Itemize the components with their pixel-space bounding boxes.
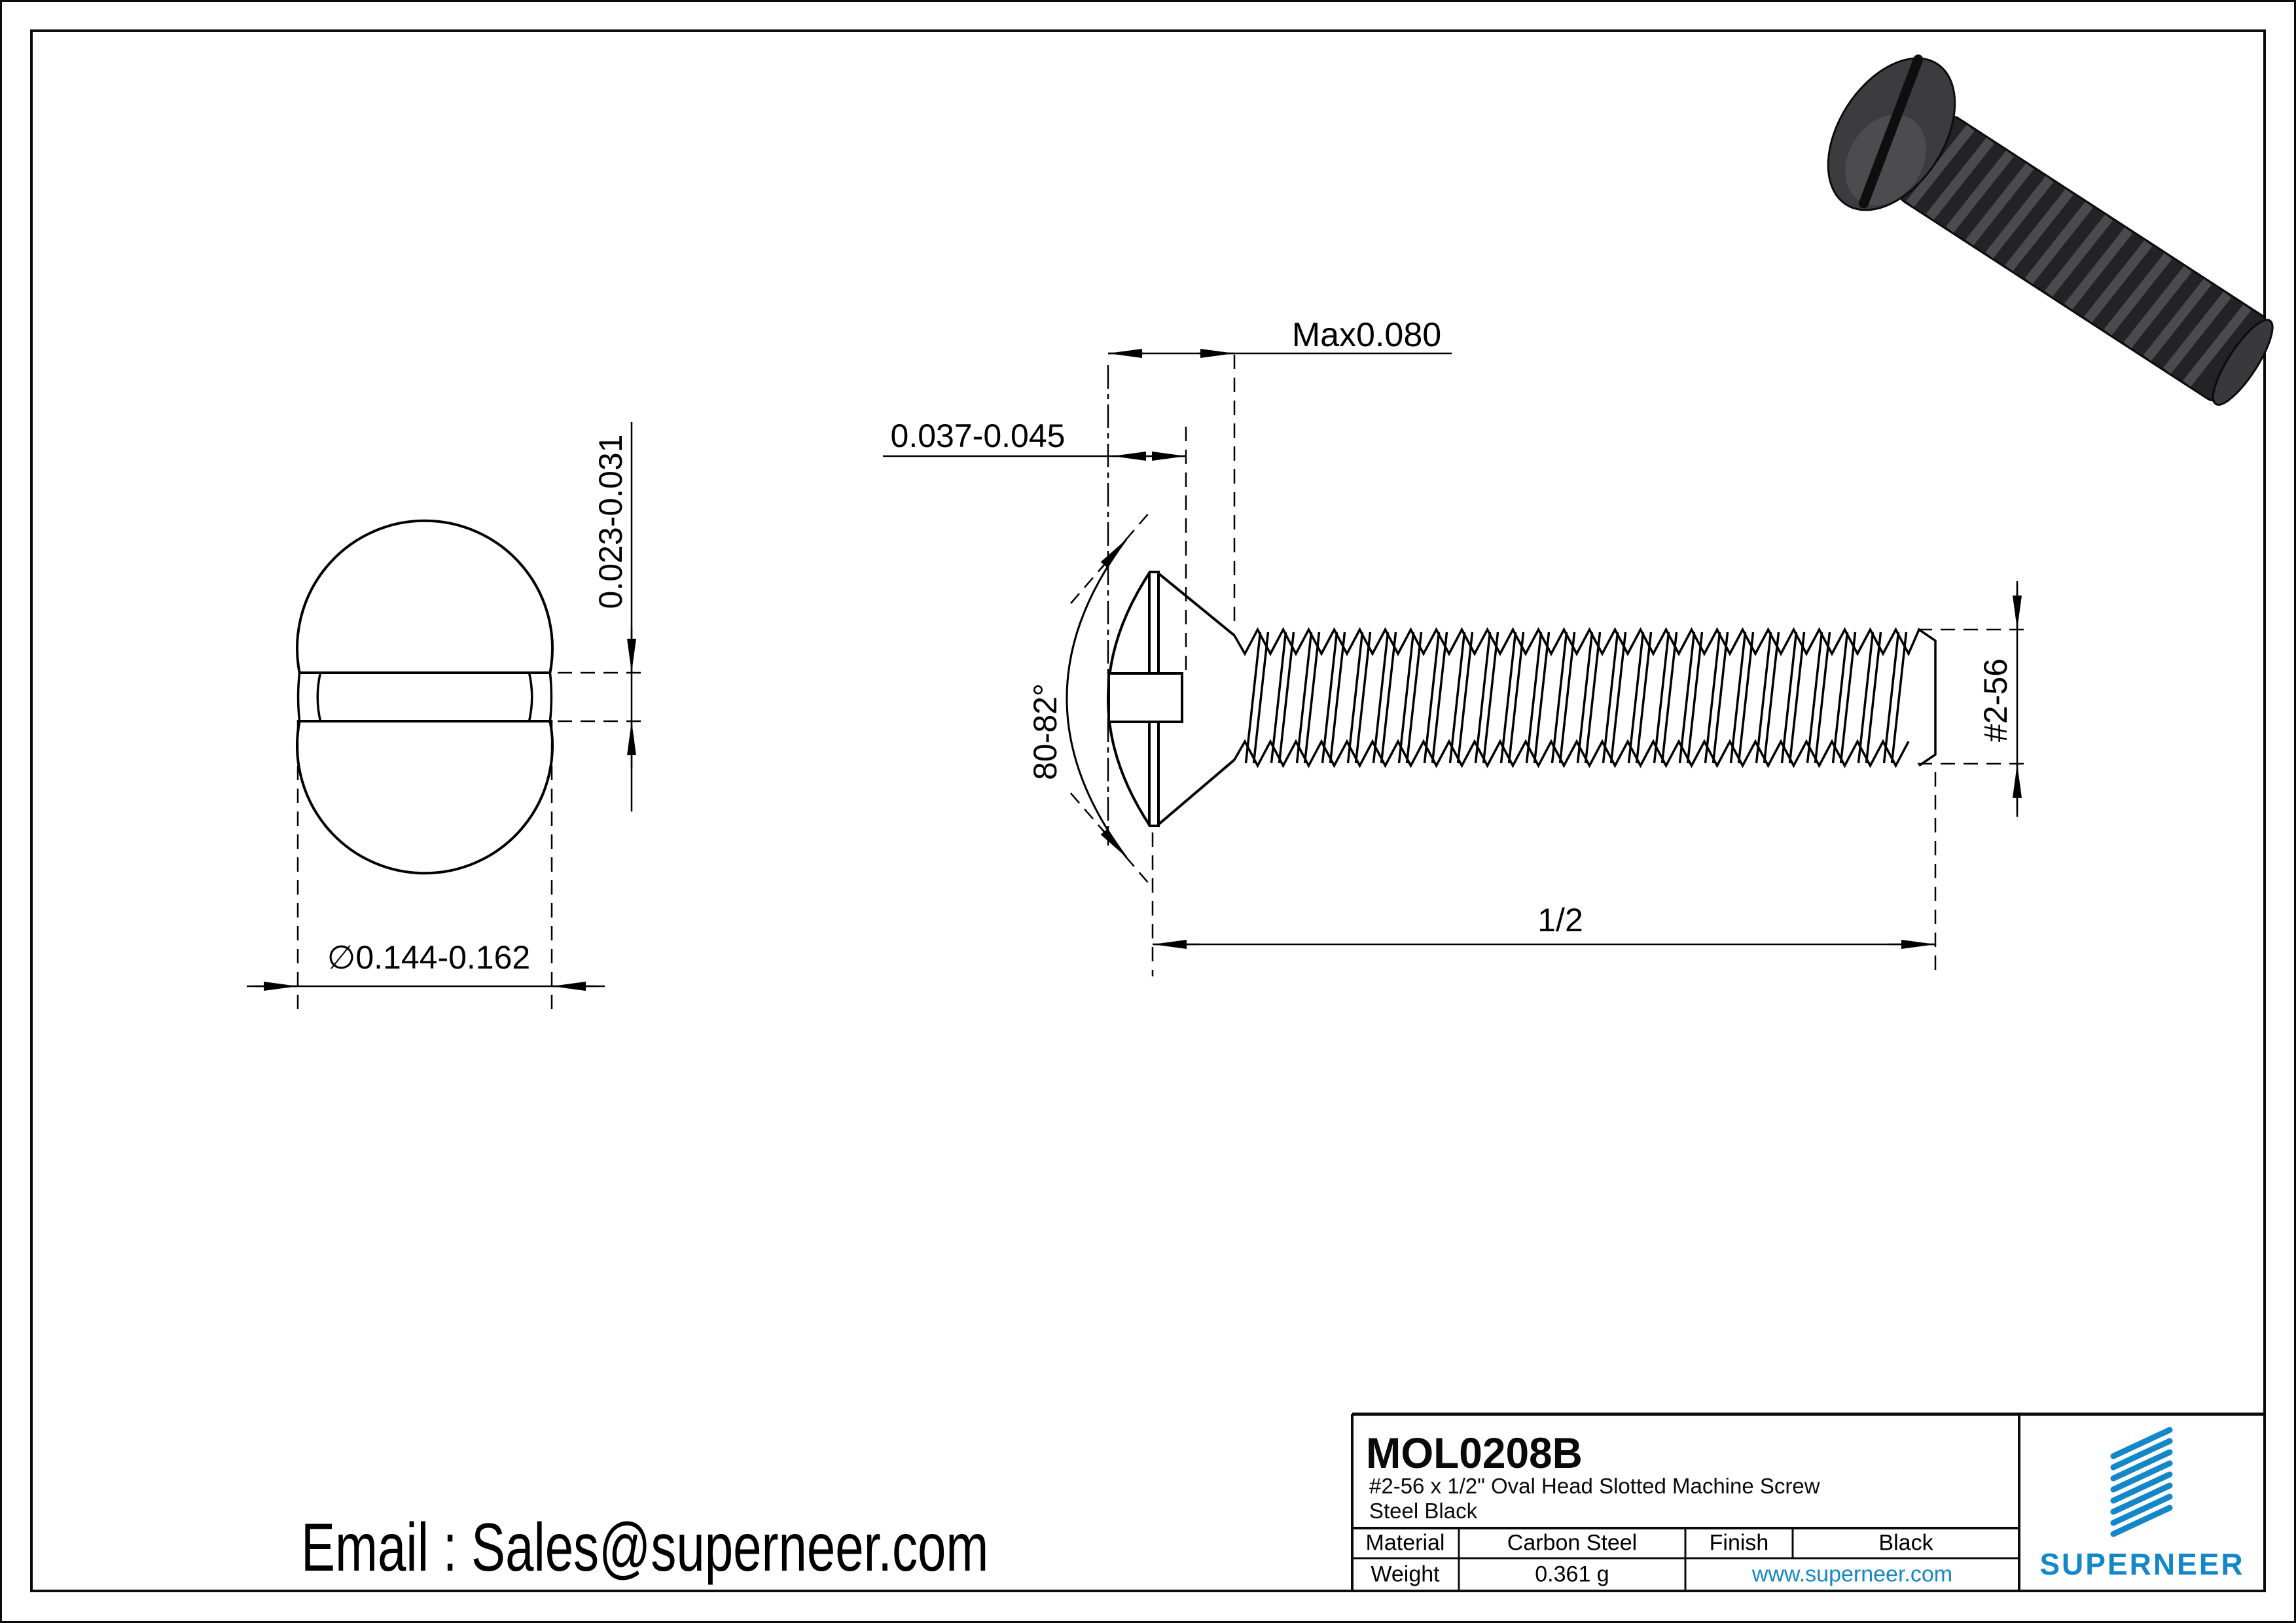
front-view <box>296 519 554 875</box>
screw-3d-render <box>1827 54 2274 406</box>
dim-slot-depth: 0.037-0.045 <box>890 418 1066 454</box>
part-description-line1: #2-56 x 1/2" Oval Head Slotted Machine S… <box>1369 1474 1820 1498</box>
screw-3d-tip <box>2212 319 2274 406</box>
contact-email: Email : Sales@superneer.com <box>301 1510 989 1586</box>
screw-3d-head-highlight <box>1845 115 1926 205</box>
drawing-frame <box>30 29 2266 1592</box>
screw-3d-threads <box>1906 124 2251 387</box>
brand-name: SUPERNEER <box>2039 1547 2245 1581</box>
side-view <box>1107 571 1937 827</box>
weight-label: Weight <box>1371 1561 1440 1587</box>
weight-value: 0.361 g <box>1535 1561 1609 1587</box>
dim-head-height: Max0.080 <box>1291 316 1442 354</box>
dim-length: 1/2 <box>1537 902 1583 938</box>
website-link[interactable]: www.superneer.com <box>1751 1561 1953 1587</box>
thread-profile <box>1233 627 1937 768</box>
part-number: MOL0208B <box>1366 1429 1583 1477</box>
superneer-logo-icon <box>2110 1427 2173 1537</box>
finish-label: Finish <box>1709 1530 1769 1556</box>
front-view-dimensions <box>247 422 649 1011</box>
material-label: Material <box>1365 1530 1445 1556</box>
screw-3d-slot <box>1858 54 1924 209</box>
finish-value: Black <box>1878 1530 1933 1556</box>
part-description-line2: Steel Black <box>1369 1499 1478 1523</box>
title-block <box>1351 1412 2265 1591</box>
dim-head-diameter: ∅0.144-0.162 <box>327 939 531 976</box>
dim-cone-angle: 80-82° <box>1027 683 1064 780</box>
dim-slot-width: 0.023-0.031 <box>592 434 629 609</box>
material-value: Carbon Steel <box>1507 1530 1638 1556</box>
side-view-dimensions <box>883 349 2024 976</box>
dim-thread-size: #2-56 <box>1977 658 2014 742</box>
